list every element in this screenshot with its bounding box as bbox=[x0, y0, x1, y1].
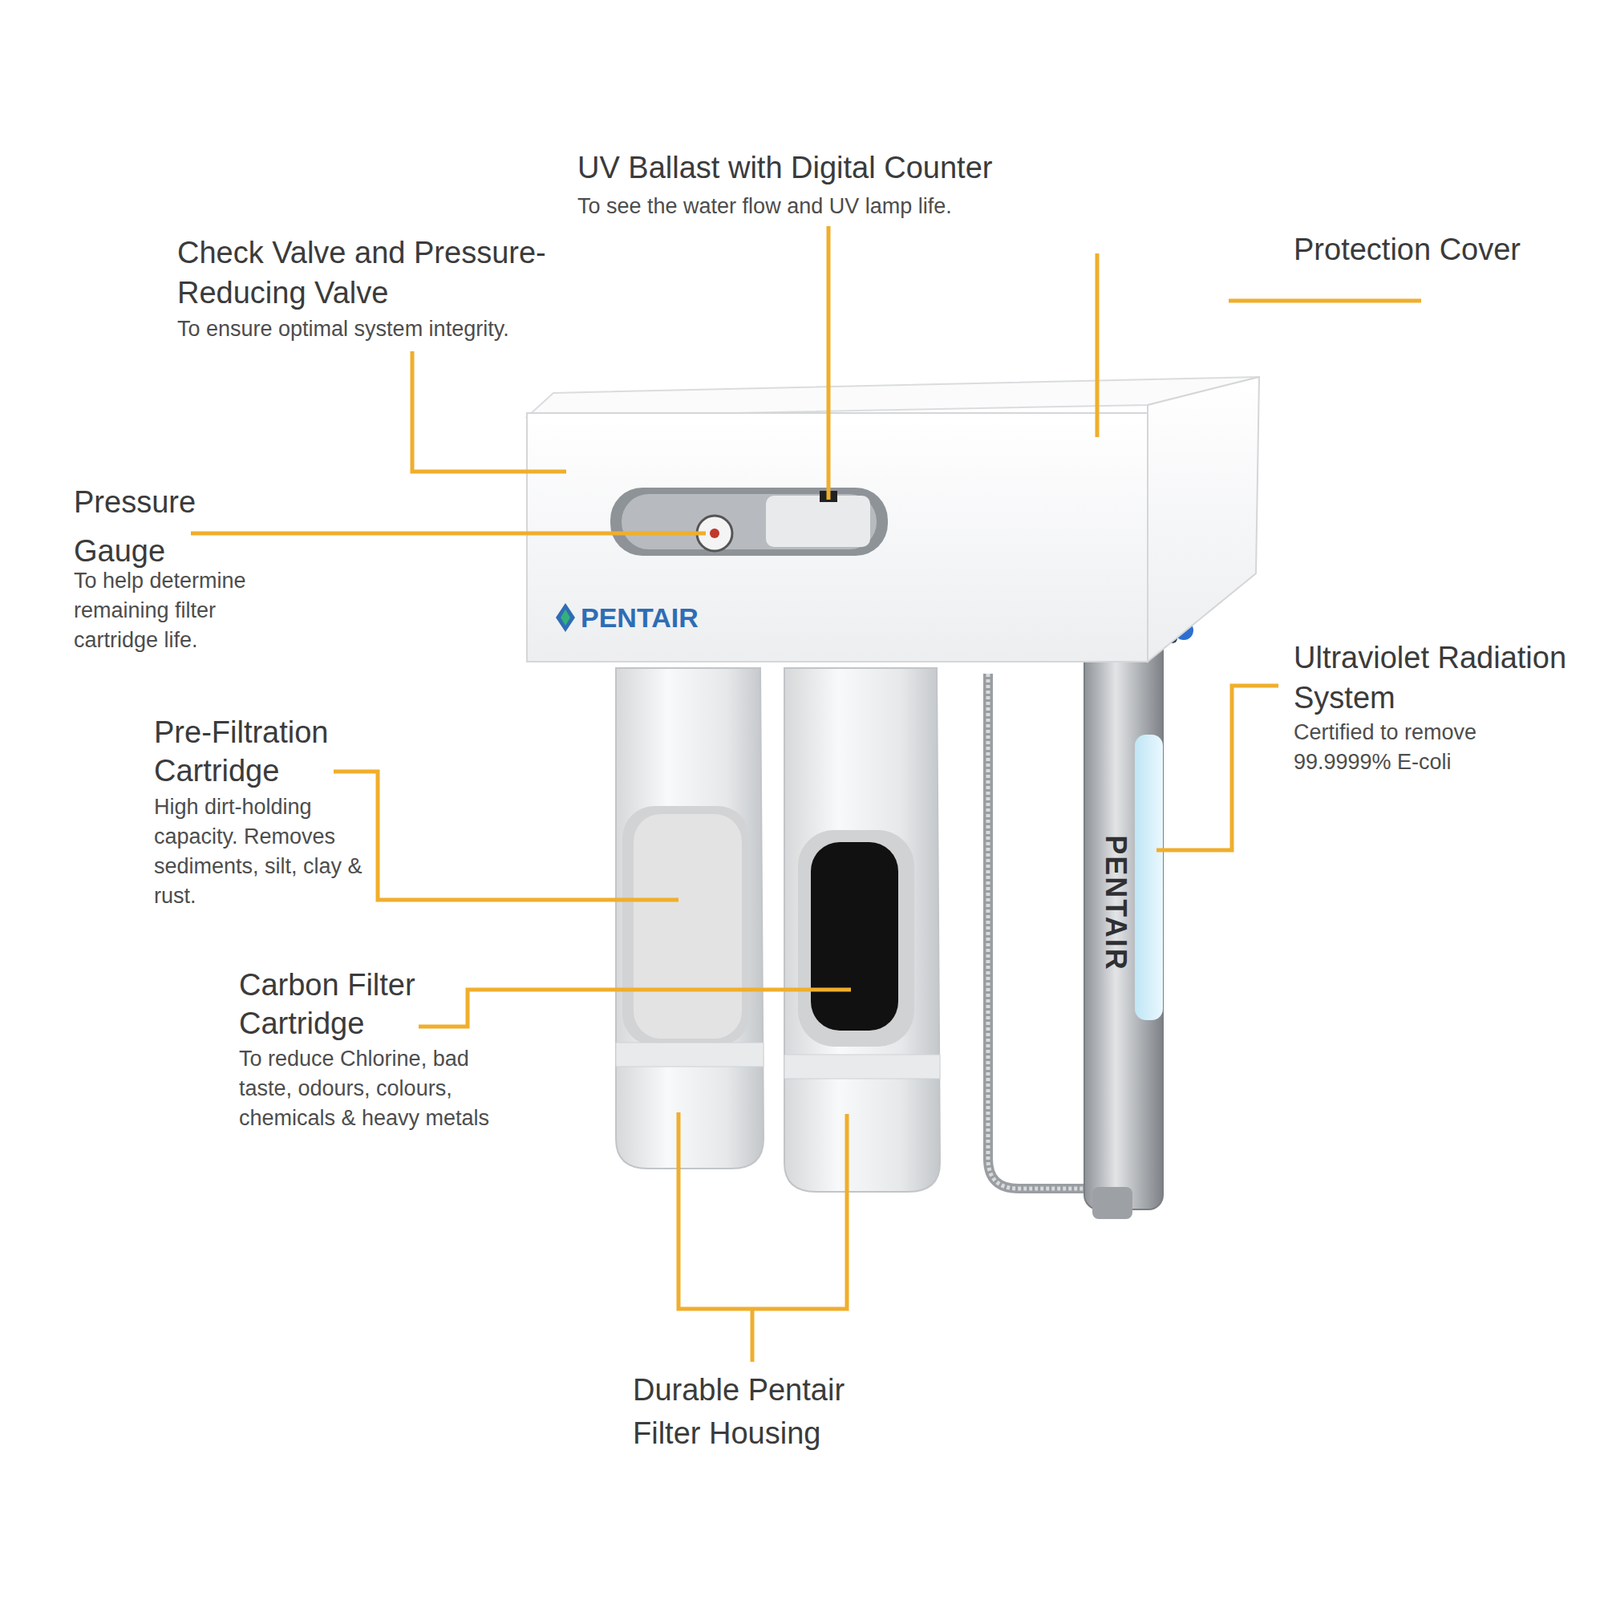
filter-housing bbox=[784, 668, 940, 1192]
callout-description: Certified to remove 99.9999% E-coli bbox=[1293, 717, 1535, 778]
callout-title: Carbon Filter Cartridge bbox=[238, 965, 450, 1043]
callout-title: Ultraviolet Radiation System bbox=[1293, 637, 1571, 718]
callout-description: To ensure optimal system integrity. bbox=[177, 314, 510, 344]
callout-description: High dirt-holding capacity. Removes sedi… bbox=[153, 792, 383, 912]
uv-chamber bbox=[1084, 576, 1194, 1220]
callout-description: To see the water flow and UV lamp life. bbox=[577, 191, 952, 221]
brand-logo: PENTAIR bbox=[1099, 834, 1132, 971]
callout-title: Durable Pentair Filter Housing bbox=[632, 1368, 910, 1455]
callout-title: Protection Cover bbox=[1293, 230, 1583, 268]
brand-logo: PENTAIR bbox=[580, 601, 699, 634]
callout-description: To help determine remaining filter cartr… bbox=[73, 566, 291, 656]
callout-description: To reduce Chlorine, bad taste, odours, c… bbox=[238, 1044, 516, 1134]
callout-title: Pre-Filtration Cartridge bbox=[153, 712, 379, 790]
callout-title: UV Ballast with Digital Counter bbox=[577, 149, 993, 187]
leader-line bbox=[190, 226, 1422, 1362]
filter-housing bbox=[615, 668, 764, 1169]
protection-cover bbox=[526, 376, 1260, 662]
callout-title: Pressure Gauge bbox=[73, 477, 235, 576]
callout-title: Check Valve and Pressure-Reducing Valve bbox=[177, 232, 627, 313]
